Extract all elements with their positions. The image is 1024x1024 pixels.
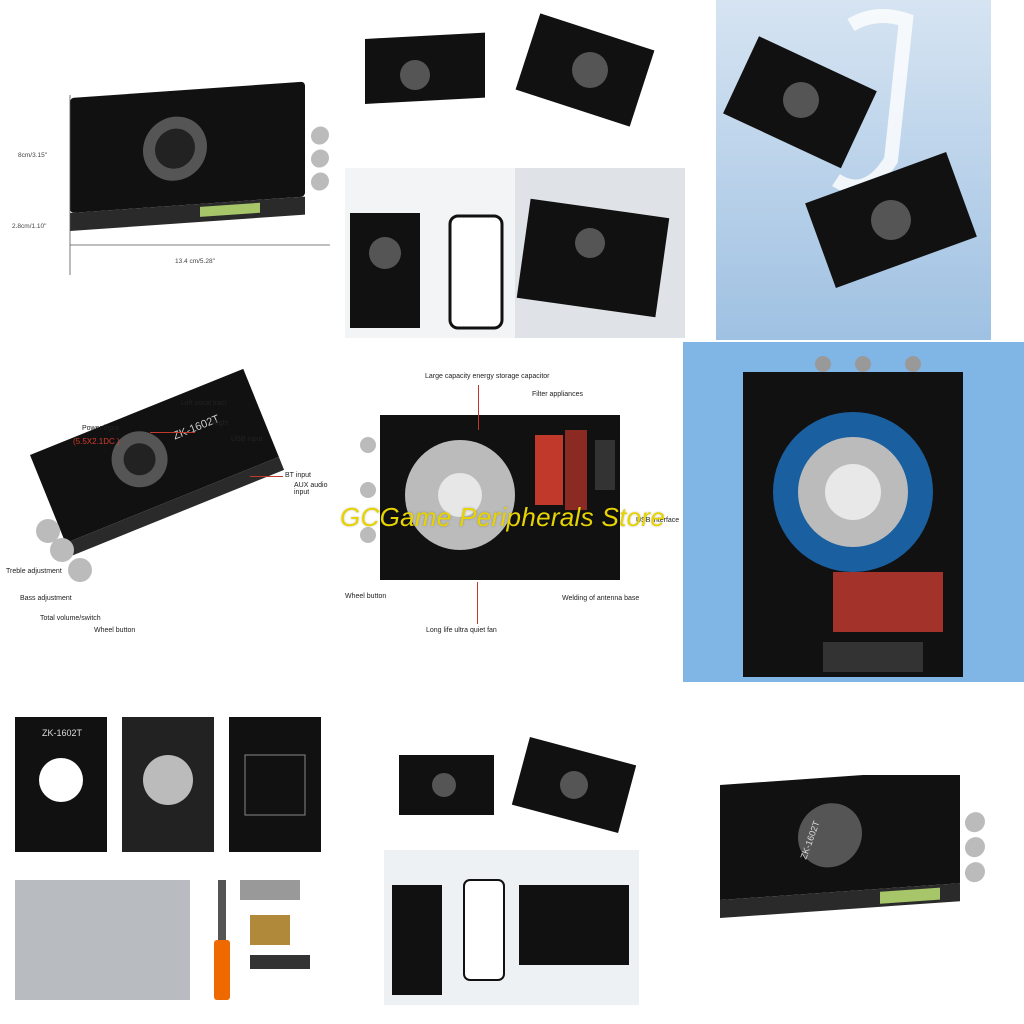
product-tile-bottom (384, 735, 639, 1005)
dim-width: 13.4 cm/5.28" (175, 258, 215, 265)
callout-usb-input: USB input (231, 436, 263, 443)
music-sky-tile (716, 0, 991, 340)
callout-volume: Total volume/switch (40, 615, 101, 622)
callout-wheel-internal: Wheel button (345, 593, 387, 600)
callout-right: Right (212, 420, 229, 427)
internals-callout-tile: Large capacity energy storage capacitor … (340, 345, 680, 645)
callout-power-spec: (5.5X2.1DC ) (73, 437, 120, 446)
callout-capacitor: Large capacity energy storage capacitor (425, 373, 550, 380)
callout-bt-input: BT input (285, 472, 311, 479)
callout-usb-interface: USB interface (636, 517, 680, 524)
callout-fan: Long life ultra quiet fan (426, 627, 497, 634)
board-drawing (69, 81, 330, 275)
dim-thickness: 2.8cm/1.10" (12, 223, 47, 230)
callout-left-vocal: Left vocal tract (181, 400, 227, 407)
dim-height: 8cm/3.15" (18, 152, 48, 159)
product-tile-top (345, 0, 685, 165)
ports-callout-tile: ZK-1602T Left vocal tract Right Power in… (0, 345, 340, 645)
dimension-tile: 8cm/3.15" 2.8cm/1.10" 13.4 cm/5.28" (0, 80, 340, 275)
callout-aux-input: AUX audio input (294, 482, 328, 496)
callout-filter: Filter appliances (532, 391, 583, 398)
callout-power-input: Power input (82, 425, 119, 432)
callout-bass: Bass adjustment (20, 595, 72, 602)
parts-kit-tile: ZK-1602T (0, 705, 340, 1005)
kit-model-text: ZK-1602T (42, 728, 83, 738)
callout-antenna: Welding of antenna base (562, 595, 640, 602)
callout-treble: Treble adjustment (6, 568, 62, 575)
fan-glow-tile (683, 342, 1024, 682)
phone-pairing-tile (345, 168, 685, 338)
callout-wheel: Wheel button (94, 627, 136, 634)
product-tile-angled: ZK-1602T (710, 775, 1024, 950)
